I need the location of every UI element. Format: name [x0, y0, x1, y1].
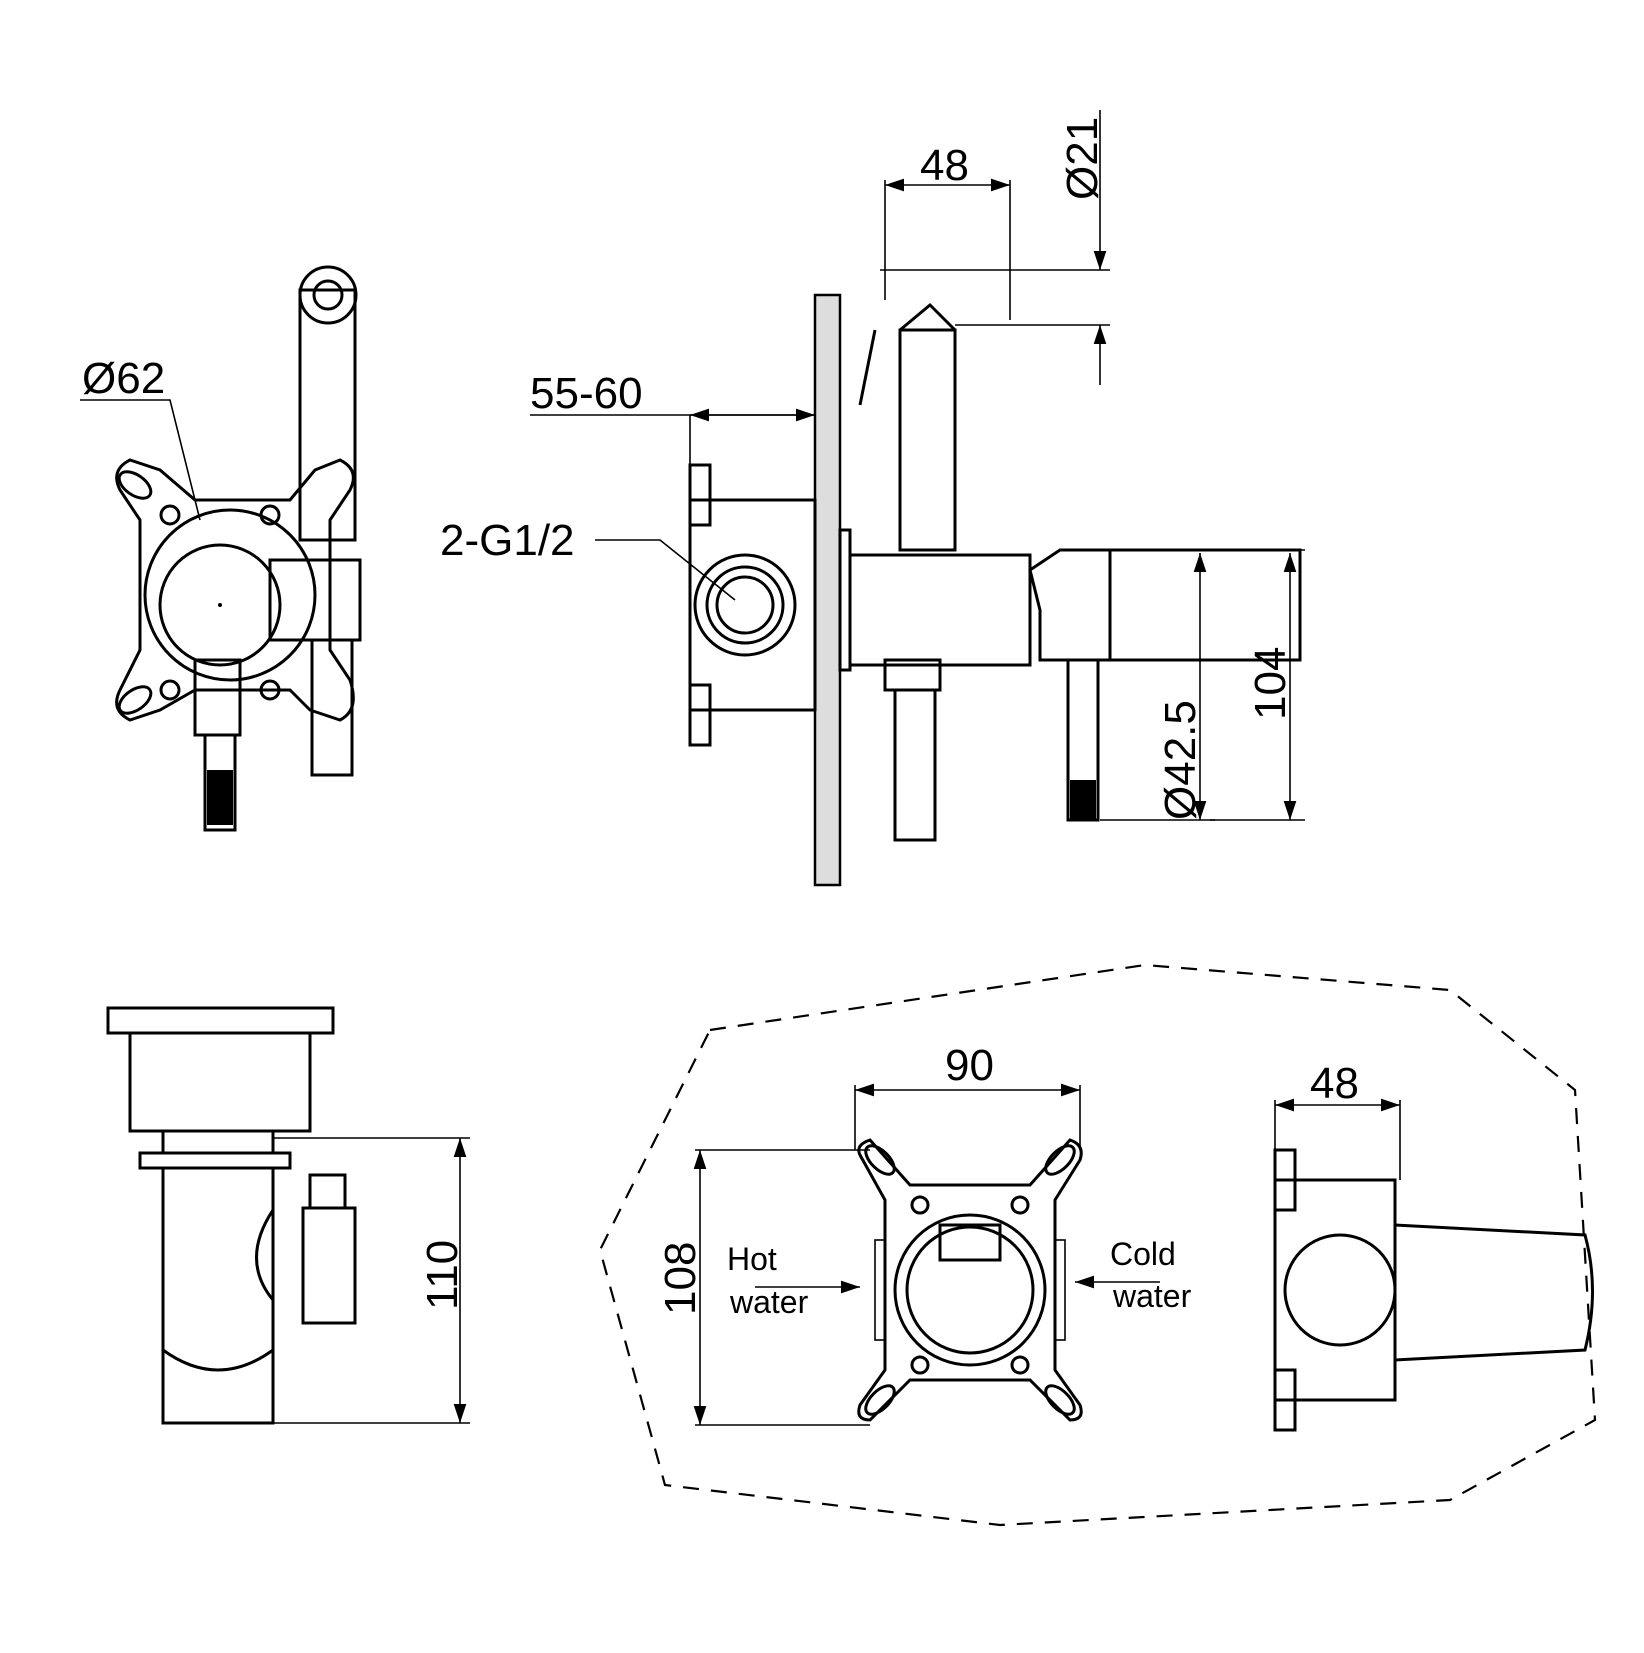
thread-label: 2-G1/2: [440, 516, 575, 565]
front-view: Ø62: [80, 265, 362, 832]
cold-water-label-1: Cold: [1110, 1236, 1176, 1272]
hot-water-label-2: water: [729, 1284, 809, 1320]
side-view: 55-60 2-G1/2 48 Ø21 Ø42.5 104: [440, 110, 1305, 887]
wall-section: [813, 293, 842, 887]
diameter-62-label: Ø62: [82, 354, 165, 403]
wall-thickness-label: 55-60: [530, 369, 643, 418]
top-view: 110: [106, 1006, 470, 1425]
body-diameter-label: Ø42.5: [1156, 700, 1205, 820]
height-108-label: 108: [656, 1242, 705, 1315]
rough-in-box: 90 108 Hot water Cold water 48: [598, 963, 1597, 1527]
side-depth-48-label: 48: [1310, 1059, 1359, 1108]
hot-water-label-1: Hot: [727, 1241, 777, 1277]
depth-110-label: 110: [418, 1240, 467, 1310]
hose-diameter-label: Ø21: [1058, 117, 1107, 200]
cold-water-label-2: water: [1112, 1278, 1192, 1314]
width-90-label: 90: [945, 1041, 994, 1090]
spout-length-label: 48: [920, 141, 969, 190]
height-104-label: 104: [1246, 647, 1295, 720]
